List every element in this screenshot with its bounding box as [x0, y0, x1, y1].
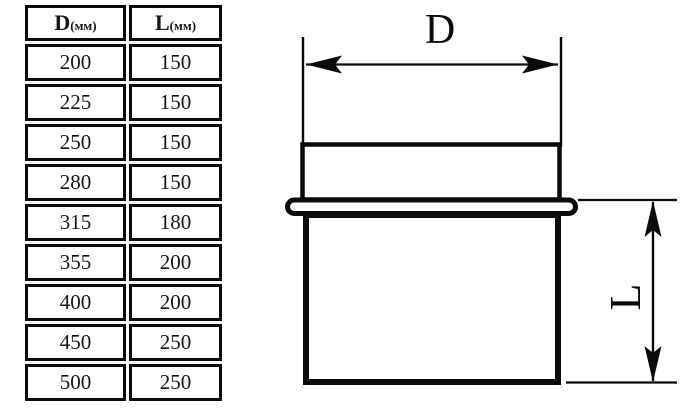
cell-l-value: 250	[129, 364, 222, 401]
l-arrowhead-top	[644, 201, 662, 237]
table-row: 250 150	[25, 124, 222, 161]
bead-rim	[285, 197, 578, 216]
cell-d-value: 250	[25, 124, 126, 161]
dimensions-table: D(мм) L(мм) 200 150 225 150 250	[22, 2, 225, 404]
column-header-l: L(мм)	[129, 5, 222, 41]
cell-d-value: 400	[25, 284, 126, 321]
column-header-l-unit: (мм)	[169, 18, 197, 33]
cell-l-value: 150	[129, 164, 222, 201]
table-row: 450 250	[25, 324, 222, 361]
cell-l-value: 180	[129, 204, 222, 241]
column-header-d: D(мм)	[25, 5, 126, 41]
column-header-l-letter: L	[154, 10, 170, 35]
cell-d-value: 315	[25, 204, 126, 241]
duct-spigot-section	[300, 142, 562, 202]
cell-l-value: 250	[129, 324, 222, 361]
table-header-row: D(мм) L(мм)	[25, 5, 222, 41]
column-header-d-letter: D	[54, 10, 71, 35]
cell-d-value: 355	[25, 244, 126, 281]
table-row: 200 150	[25, 44, 222, 81]
cell-l-value: 150	[129, 84, 222, 121]
table-row: 315 180	[25, 204, 222, 241]
table-row: 355 200	[25, 244, 222, 281]
dimensions-table-wrap: D(мм) L(мм) 200 150 225 150 250	[22, 2, 225, 404]
table-row: 400 200	[25, 284, 222, 321]
table-row: 280 150	[25, 164, 222, 201]
cell-l-value: 200	[129, 244, 222, 281]
table-row: 500 250	[25, 364, 222, 401]
l-dimension-label: L	[601, 284, 650, 311]
cell-l-value: 150	[129, 124, 222, 161]
table-row: 225 150	[25, 84, 222, 121]
duct-body	[303, 212, 561, 385]
l-arrowhead-bottom	[644, 346, 662, 382]
cell-d-value: 500	[25, 364, 126, 401]
column-header-d-unit: (мм)	[70, 18, 97, 33]
cell-l-value: 150	[129, 44, 222, 81]
cell-d-value: 280	[25, 164, 126, 201]
d-arrowhead-right	[522, 55, 558, 74]
cell-d-value: 225	[25, 84, 126, 121]
cell-l-value: 200	[129, 284, 222, 321]
d-dimension-label: D	[425, 7, 455, 53]
cell-d-value: 450	[25, 324, 126, 361]
cell-d-value: 200	[25, 44, 126, 81]
d-arrowhead-left	[306, 55, 342, 74]
